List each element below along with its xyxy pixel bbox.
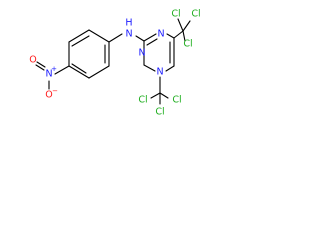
atom-labels: N N N H N O N + O − Cl Cl Cl Cl Cl Cl bbox=[29, 9, 200, 118]
chlorine-label: Cl bbox=[183, 39, 192, 50]
chlorine-label: Cl bbox=[155, 107, 164, 118]
bond bbox=[146, 38, 158, 46]
nitro-oxygen-label: O bbox=[29, 55, 36, 66]
negative-charge-label: − bbox=[52, 87, 58, 95]
bond bbox=[173, 30, 184, 39]
bond bbox=[71, 63, 87, 74]
chemical-structure-diagram: N N N H N O N + O − Cl Cl Cl Cl Cl Cl bbox=[0, 0, 214, 129]
bond bbox=[88, 29, 110, 43]
nitro-nitrogen-label: N bbox=[45, 69, 52, 80]
amine-hydrogen-label: H bbox=[125, 18, 132, 29]
triazine-nitrogen-label: N bbox=[138, 48, 145, 59]
amine-nitrogen-label: N bbox=[125, 29, 132, 40]
positive-charge-label: + bbox=[51, 65, 57, 73]
bond bbox=[182, 30, 186, 42]
triazine-nitrogen-label: N bbox=[156, 67, 163, 78]
background bbox=[0, 0, 214, 129]
chlorine-label: Cl bbox=[138, 95, 147, 106]
bond bbox=[108, 33, 123, 43]
bond-layer bbox=[35, 18, 191, 105]
bond bbox=[150, 92, 161, 99]
bond bbox=[165, 65, 175, 72]
bond bbox=[177, 18, 184, 32]
bond bbox=[54, 65, 70, 75]
chlorine-label: Cl bbox=[191, 9, 200, 20]
bond bbox=[166, 33, 175, 39]
bond bbox=[71, 35, 90, 47]
bond bbox=[143, 64, 156, 72]
bond bbox=[182, 20, 191, 32]
bond bbox=[68, 65, 90, 79]
bond bbox=[35, 64, 45, 71]
bond bbox=[88, 65, 110, 79]
chlorine-label: Cl bbox=[171, 9, 180, 20]
bond bbox=[159, 92, 169, 99]
bond bbox=[135, 35, 145, 42]
triazine-nitrogen-label: N bbox=[157, 29, 164, 40]
bond bbox=[68, 29, 90, 43]
bond bbox=[36, 61, 46, 68]
nitro-oxygen-label: O bbox=[45, 90, 52, 101]
chlorine-label: Cl bbox=[172, 95, 181, 106]
bond bbox=[143, 33, 157, 42]
